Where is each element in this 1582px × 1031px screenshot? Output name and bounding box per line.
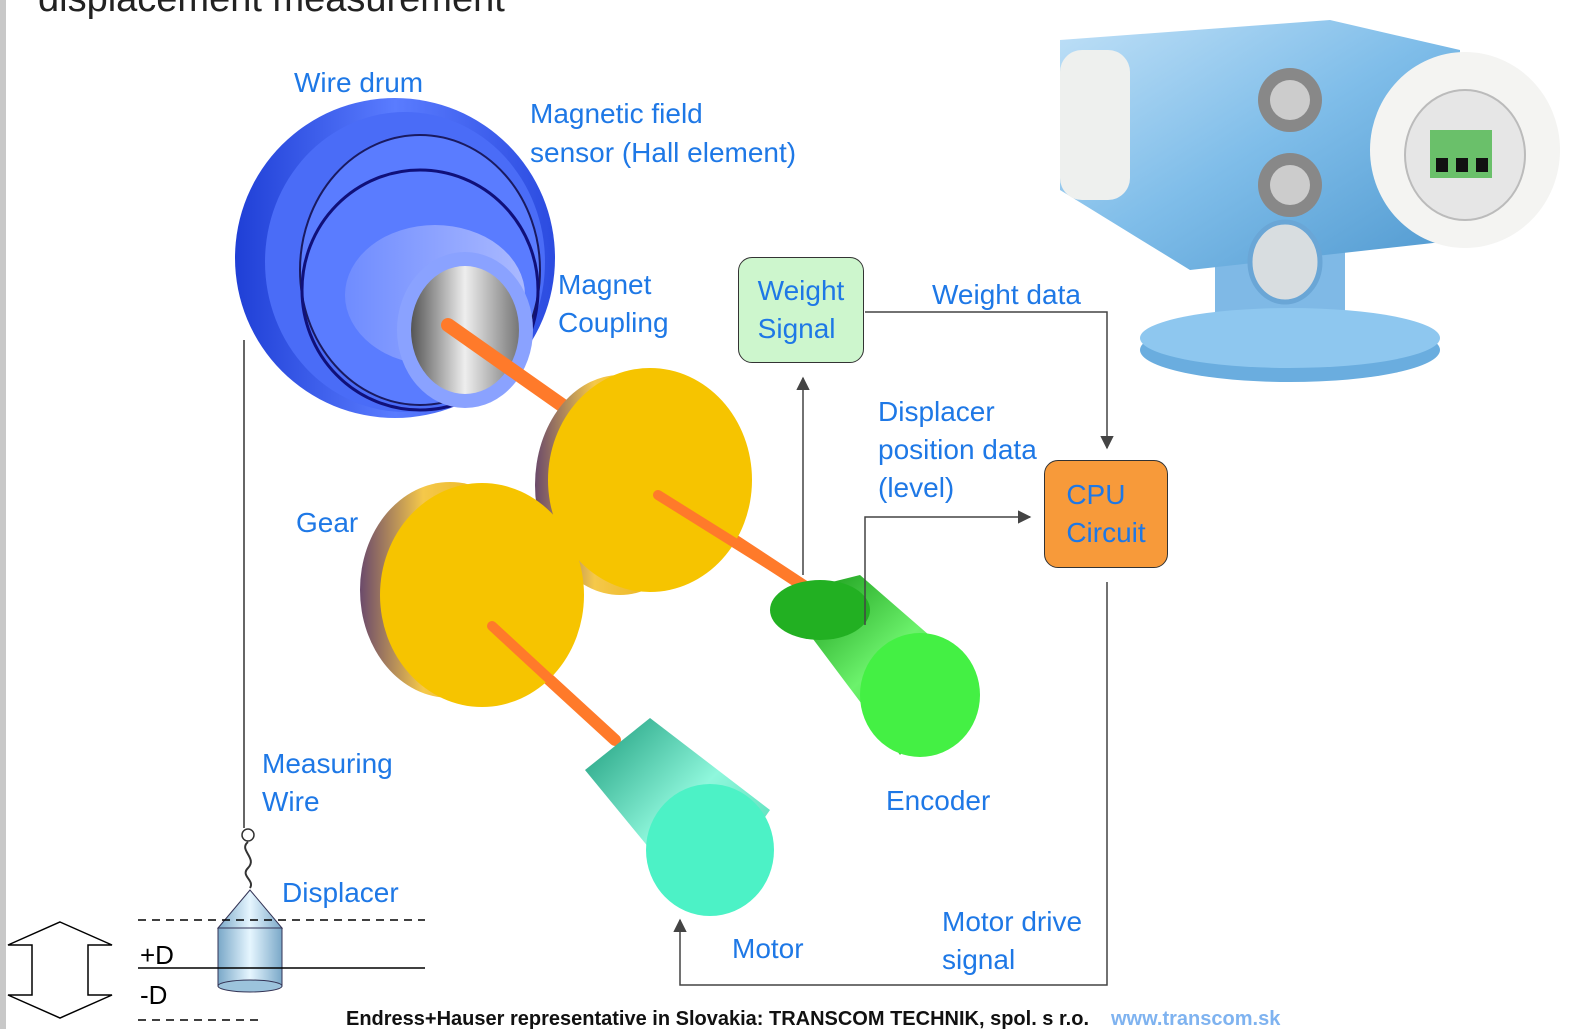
- position-data-label-1: Displacer: [878, 396, 995, 427]
- displacer-label: Displacer: [282, 877, 399, 908]
- minus-d-label: -D: [140, 980, 168, 1010]
- page-title: displacement measurement: [38, 0, 505, 21]
- magnetic-field-label-1: Magnetic field: [530, 98, 703, 129]
- gear-label: Gear: [296, 507, 359, 538]
- footer: Endress+Hauser representative in Slovaki…: [346, 1008, 1280, 1031]
- weight-signal-line-1: Weight: [757, 275, 845, 306]
- wire-drum-label: Wire drum: [294, 67, 424, 98]
- magnetic-field-label-2: sensor (Hall element): [530, 137, 797, 168]
- cpu-circuit-line-1: CPU: [1066, 479, 1126, 510]
- displacer: [216, 828, 284, 993]
- cpu-circuit-line-2: Circuit: [1066, 517, 1146, 548]
- footer-link[interactable]: www.transcom.sk: [1111, 1008, 1281, 1030]
- encoder: [770, 575, 980, 757]
- position-data-label-3: (level): [878, 472, 955, 503]
- gear-shaft-front: [653, 490, 815, 595]
- position-data-label-2: position data: [878, 434, 1037, 465]
- magnet-label-1: Magnet: [558, 269, 652, 300]
- double-arrow-icon: [7, 921, 113, 1019]
- weight-signal-box: Weight Signal: [738, 257, 864, 363]
- gear-upper: [535, 368, 752, 595]
- measuring-wire-label-1: Measuring: [262, 748, 393, 779]
- footer-text: Endress+Hauser representative in Slovaki…: [346, 1008, 1089, 1030]
- gear-shaft-front-lower: [487, 621, 615, 740]
- gear-lower: [360, 482, 584, 707]
- motor-label: Motor: [732, 933, 804, 964]
- position-data-arrow: [864, 510, 1032, 625]
- motor: [585, 718, 774, 916]
- measuring-wire-label-2: Wire: [262, 786, 320, 817]
- left-border: [0, 0, 6, 1029]
- weight-signal-line-2: Signal: [757, 313, 836, 344]
- cpu-circuit-box: CPU Circuit: [1044, 460, 1168, 568]
- motor-drive-label-1: Motor drive: [942, 906, 1083, 937]
- encoder-label: Encoder: [886, 785, 991, 816]
- weight-data-arrow: [865, 311, 1114, 450]
- magnet-label-2: Coupling: [558, 307, 669, 338]
- transmitter-device: [1060, 20, 1560, 382]
- plus-d-label: +D: [140, 940, 174, 970]
- motor-drive-label-2: signal: [942, 944, 1016, 975]
- weight-data-label: Weight data: [932, 279, 1081, 310]
- motor-drive-arrow: [673, 582, 1108, 986]
